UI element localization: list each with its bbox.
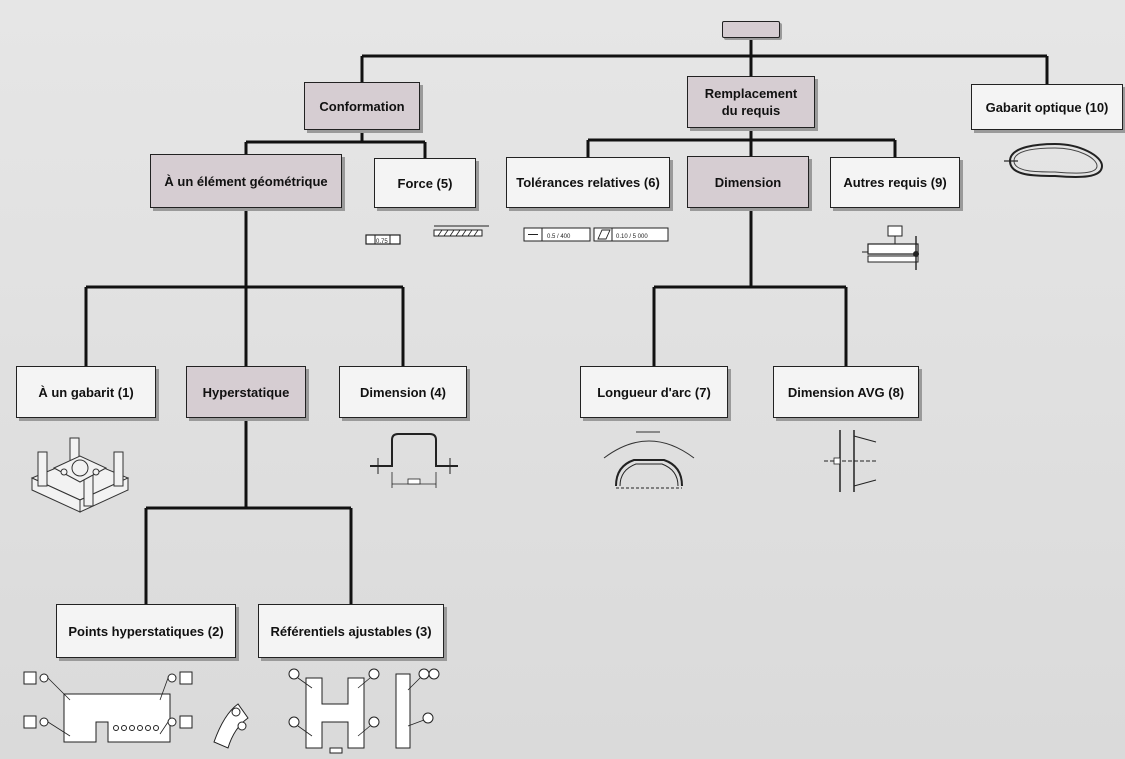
other-requirement-illustration — [862, 225, 919, 270]
node-autres-requis: Autres requis (9) — [830, 157, 960, 208]
arc-length-illustration — [603, 431, 695, 489]
node-tolerances-relatives: Tolérances relatives (6) — [506, 157, 670, 208]
node-force: Force (5) — [374, 158, 476, 208]
node-longueur-arc: Longueur d'arc (7) — [580, 366, 728, 418]
optical-gauge-illustration — [1004, 142, 1104, 178]
adjustable-datums-illustration — [288, 668, 440, 754]
bent-part-dimension-illustration — [370, 433, 458, 488]
root-node — [722, 21, 780, 38]
hyperstatic-points-illustration — [23, 671, 249, 749]
tolerance-frames-illustration: 0.5 / 400 0.10 / 5 000 — [523, 227, 669, 242]
node-dimension-avg: Dimension AVG (8) — [773, 366, 919, 418]
force-symbol-illustration: 0.75 — [365, 225, 489, 245]
tol-flat-value: 0.10 / 5 000 — [616, 234, 648, 240]
node-conformation: Conformation — [304, 82, 420, 130]
node-gabarit: À un gabarit (1) — [16, 366, 156, 418]
node-gabarit-optique: Gabarit optique (10) — [971, 84, 1123, 130]
avg-dimension-illustration — [824, 430, 877, 492]
node-element-geometrique: À un élément géométrique — [150, 154, 342, 208]
node-referentiels-ajustables: Référentiels ajustables (3) — [258, 604, 444, 658]
tol-straight-value: 0.5 / 400 — [547, 234, 571, 240]
node-dimension: Dimension — [687, 156, 809, 208]
node-hyperstatique: Hyperstatique — [186, 366, 306, 418]
node-remplacement-du-requis: Remplacement du requis — [687, 76, 815, 128]
fixture-gauge-illustration — [30, 437, 130, 513]
force-frame-value: 0.75 — [376, 239, 388, 245]
node-dimension-4: Dimension (4) — [339, 366, 467, 418]
node-points-hyperstatiques: Points hyperstatiques (2) — [56, 604, 236, 658]
